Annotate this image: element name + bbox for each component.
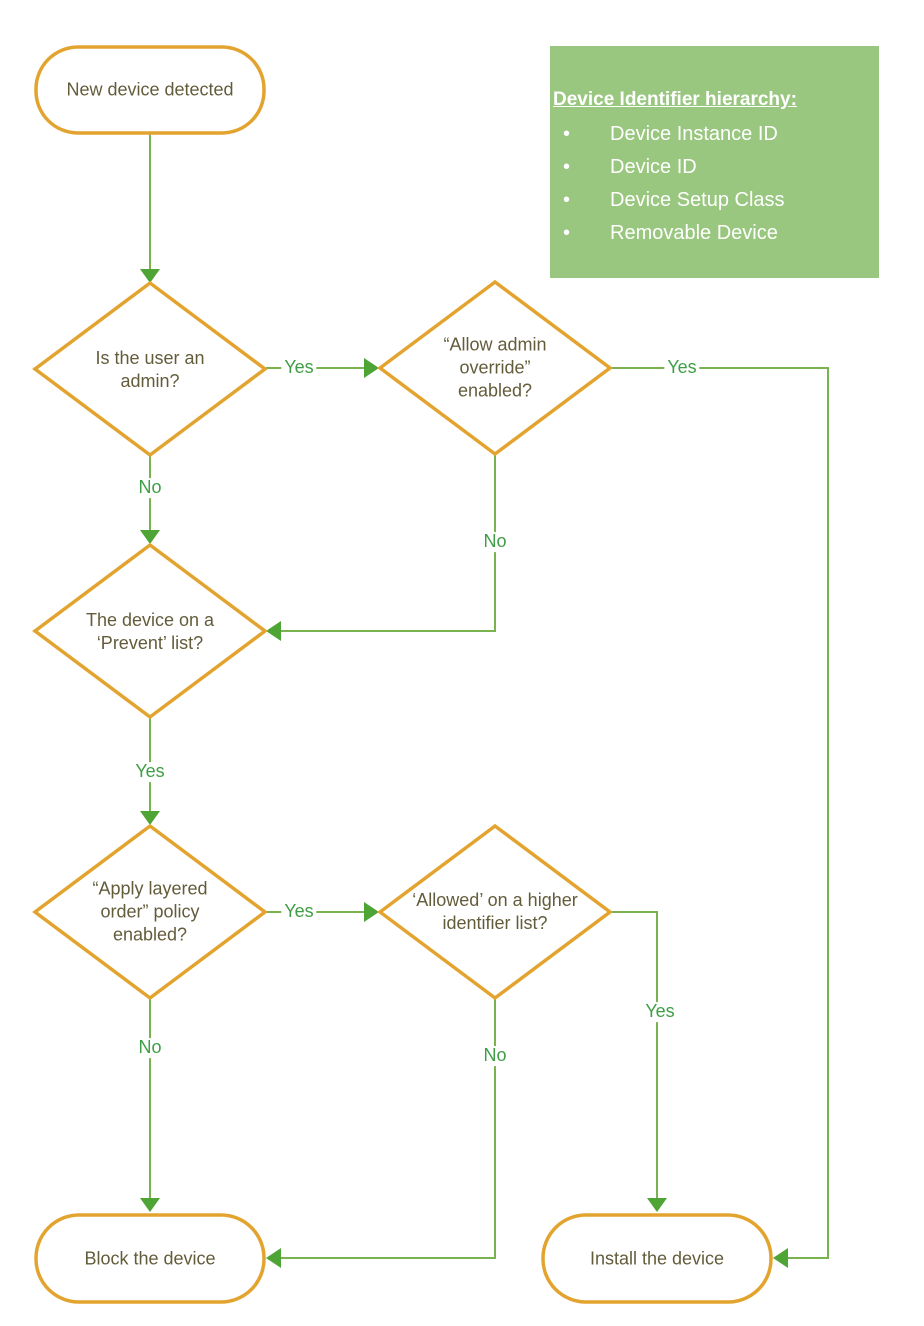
arrowhead-left-block: [266, 1248, 281, 1268]
allow-override-label: “Allow admin override” enabled?: [443, 334, 547, 401]
arrowhead-left-prevent: [266, 621, 281, 641]
edge-override-yes-to-install: [611, 367, 829, 1259]
device-identifier-legend: Device Identifier hierarchy: Device Inst…: [550, 46, 879, 278]
edge-label-higher-yes: Yes: [642, 1001, 678, 1022]
arrowhead-down-prevent: [140, 530, 160, 544]
nodes: [32, 45, 773, 1304]
prevent-list-diamond: [32, 542, 268, 720]
arrowhead-left-install: [773, 1248, 788, 1268]
arrowhead-right-higher: [364, 902, 379, 922]
edge-higher-no: [281, 999, 496, 1259]
edge-higher-yes: [611, 911, 658, 1198]
edge-label-layered-no: No: [135, 1037, 165, 1058]
legend-item: Device Instance ID: [553, 118, 875, 151]
legend-title: Device Identifier hierarchy:: [553, 89, 797, 110]
bullet-icon: [553, 151, 610, 184]
edge-label-override-yes: Yes: [664, 357, 700, 378]
edge-label-override-no: No: [480, 531, 510, 552]
layered-order-diamond: [32, 823, 268, 1001]
edge-label-admin-no: No: [135, 477, 165, 498]
bullet-icon: [553, 118, 610, 151]
install-node-label: Install the device: [589, 1248, 725, 1269]
install-node-shape: [541, 1213, 773, 1304]
legend-item-label: Device Instance ID: [610, 123, 778, 145]
arrowhead-down-install: [647, 1198, 667, 1212]
edge-label-prevent-yes: Yes: [132, 761, 168, 782]
legend-item: Device ID: [553, 151, 875, 184]
legend-item-label: Device ID: [610, 156, 697, 178]
legend-item: Device Setup Class: [553, 184, 875, 217]
arrowhead-down-admin: [140, 269, 160, 283]
block-node-label: Block the device: [84, 1248, 216, 1269]
prevent-list-label: The device on a ‘Prevent’ list?: [85, 609, 215, 653]
legend-item: Removable Device: [553, 217, 875, 250]
arrowhead-down-block: [140, 1198, 160, 1212]
is-admin-diamond: [32, 280, 268, 458]
bullet-icon: [553, 184, 610, 217]
block-node-shape: [34, 1213, 266, 1304]
arrowhead-down-layered: [140, 811, 160, 825]
start-node-label: New device detected: [66, 79, 234, 100]
edge-label-admin-yes: Yes: [281, 357, 317, 378]
start-node-shape: [34, 45, 266, 135]
legend-item-label: Removable Device: [610, 222, 778, 244]
arrowhead-right-override: [364, 358, 379, 378]
bullet-icon: [553, 217, 610, 250]
higher-identifier-label: ‘Allowed’ on a higher identifier list?: [412, 889, 578, 933]
legend-item-label: Device Setup Class: [610, 189, 785, 211]
edge-override-no: [281, 454, 496, 632]
edge-label-layered-yes: Yes: [281, 901, 317, 922]
higher-identifier-diamond: [377, 823, 613, 1001]
allow-override-diamond: [377, 279, 613, 457]
is-admin-label: Is the user an admin?: [95, 347, 205, 391]
edge-label-higher-no: No: [480, 1045, 510, 1066]
layered-order-label: “Apply layered order” policy enabled?: [92, 878, 208, 945]
